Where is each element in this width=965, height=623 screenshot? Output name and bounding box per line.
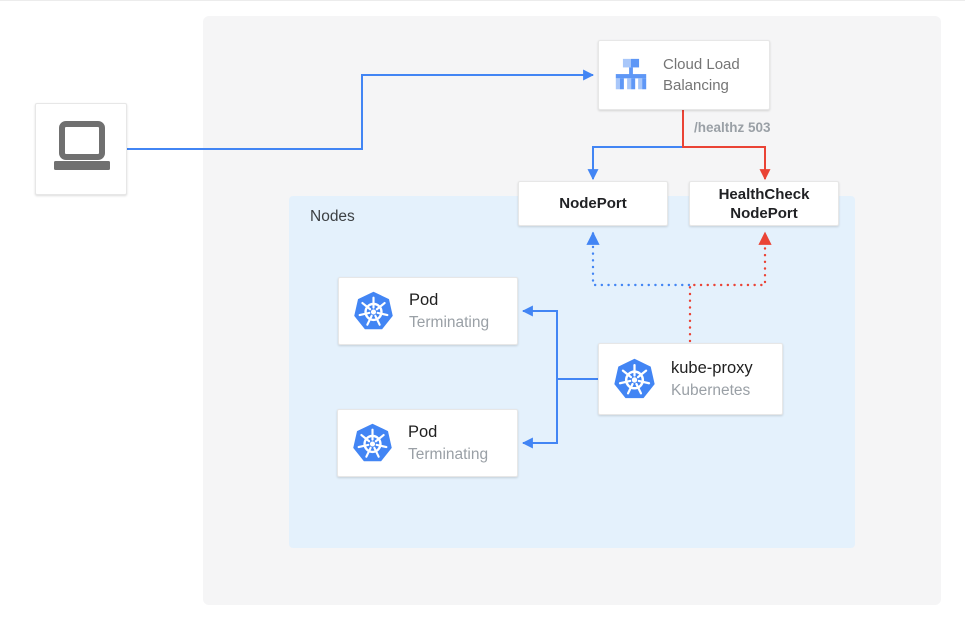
laptop-icon — [54, 121, 110, 170]
cloud-load-balancing-card: Cloud Load Balancing — [598, 40, 770, 110]
cloud-load-balancing-icon — [615, 58, 647, 89]
healthcheck-nodeport-label: HealthCheck NodePort — [718, 185, 810, 222]
nodeport-card: NodePort — [518, 181, 668, 226]
load-balancer-label: Cloud Load Balancing — [663, 56, 740, 94]
healthz-status-label: /healthz 503 — [694, 120, 771, 135]
healthcheck-nodeport-card: HealthCheck NodePort — [689, 181, 839, 226]
pod-title: Pod — [408, 423, 438, 441]
kube-proxy-subtitle: Kubernetes — [671, 382, 751, 399]
kubernetes-icon — [354, 291, 393, 329]
kubernetes-icon — [353, 423, 392, 461]
pod-card: Pod Terminating — [337, 409, 518, 477]
kubernetes-icon — [614, 358, 655, 398]
kube-proxy-title: kube-proxy — [671, 359, 753, 377]
pod-card: Pod Terminating — [338, 277, 518, 345]
kube-proxy-card: kube-proxy Kubernetes — [598, 343, 783, 415]
nodeport-label: NodePort — [559, 195, 627, 212]
pod-title: Pod — [409, 291, 439, 309]
nodes-panel-label: Nodes — [310, 208, 355, 225]
client-laptop-card — [35, 103, 127, 195]
pod-status: Terminating — [409, 314, 490, 331]
window-top-divider — [0, 0, 965, 1]
pod-status: Terminating — [408, 446, 489, 463]
